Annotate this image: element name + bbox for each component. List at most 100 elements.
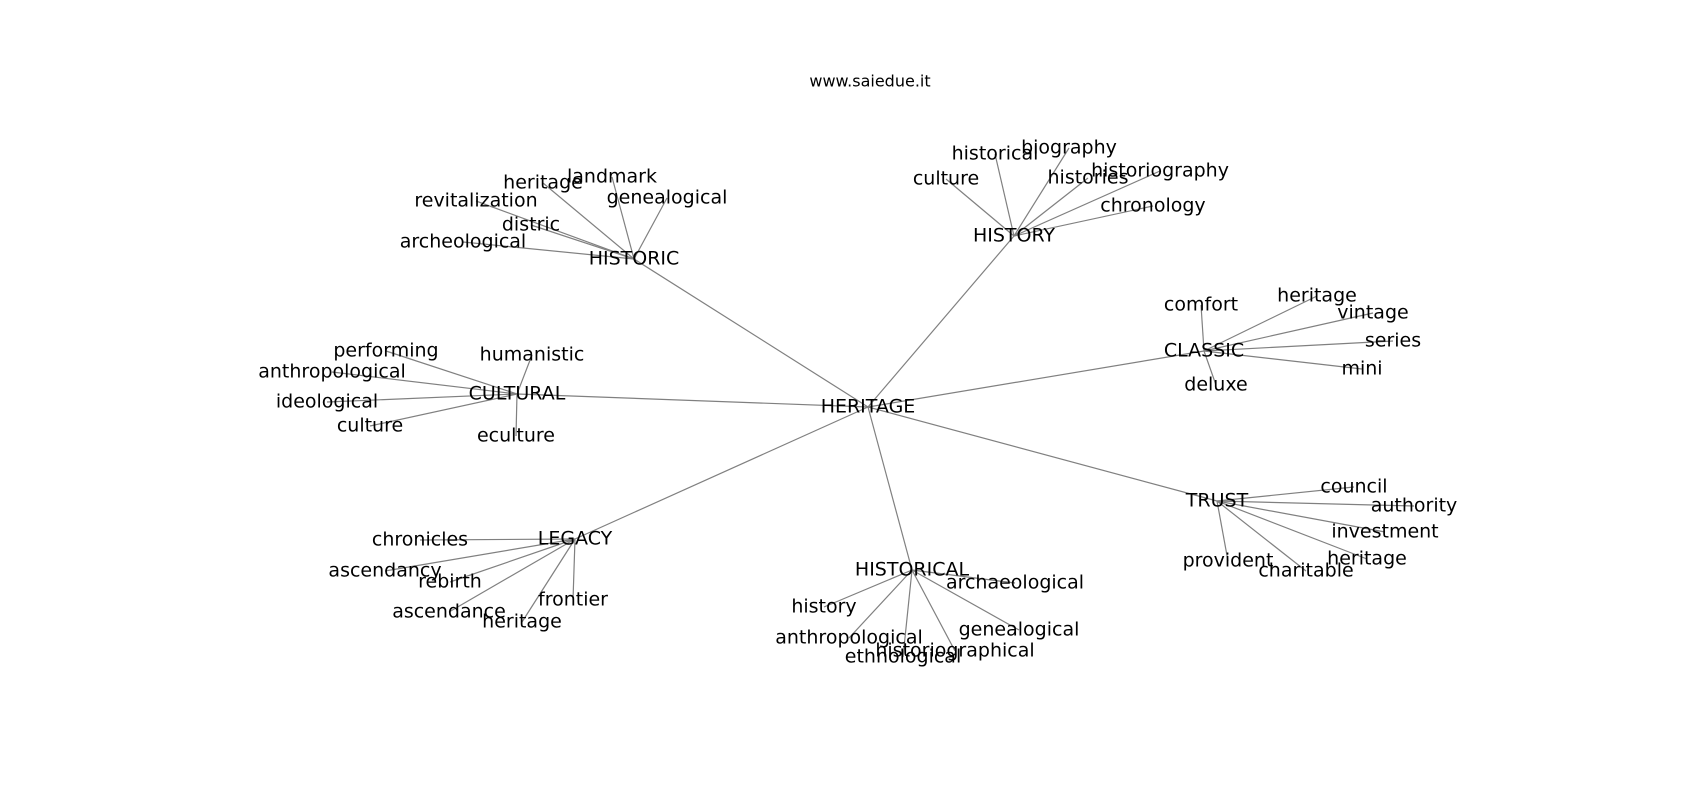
edge-40 xyxy=(572,538,576,601)
edge-44 xyxy=(823,569,913,608)
node-label: frontier xyxy=(538,589,608,611)
node-label: TRUST xyxy=(1185,490,1249,512)
edge-2 xyxy=(867,350,1205,408)
edge-43 xyxy=(911,569,1016,584)
edge-7 xyxy=(542,182,635,260)
node-label: LEGACY xyxy=(538,528,613,550)
edge-9 xyxy=(633,197,668,260)
edge-33 xyxy=(1216,500,1386,533)
edge-48 xyxy=(902,569,913,658)
edge-3 xyxy=(516,393,869,408)
node-label: deluxe xyxy=(1184,374,1247,396)
node-label: charitable xyxy=(1258,560,1353,582)
edge-46 xyxy=(848,569,913,639)
edge-0 xyxy=(633,258,869,408)
node-label: ascendancy xyxy=(328,560,441,582)
node-label: historiographical xyxy=(875,640,1034,662)
node-label: heritage xyxy=(482,611,562,633)
node-label: history xyxy=(791,596,856,618)
edge-16 xyxy=(1013,177,1089,237)
edge-15 xyxy=(945,178,1015,237)
node-label: ascendance xyxy=(392,601,506,623)
edge-24 xyxy=(1203,350,1217,386)
edge-19 xyxy=(1200,304,1205,352)
node-label: HISTORIC xyxy=(589,248,680,270)
node-label: investment xyxy=(1331,521,1438,543)
node-label: humanistic xyxy=(480,344,585,366)
node-label: culture xyxy=(337,415,403,437)
edge-30 xyxy=(515,393,518,437)
edge-21 xyxy=(1203,312,1374,352)
edge-35 xyxy=(1216,500,1229,562)
node-label: heritage xyxy=(1327,548,1407,570)
edge-17 xyxy=(1013,170,1161,237)
edge-34 xyxy=(1216,500,1368,560)
edge-28 xyxy=(326,393,518,403)
node-label: council xyxy=(1320,476,1387,498)
node-label: biography xyxy=(1021,137,1117,159)
edge-23 xyxy=(1203,350,1363,370)
edge-42 xyxy=(521,538,576,623)
node-label: heritage xyxy=(1277,285,1357,307)
edge-39 xyxy=(449,538,576,583)
node-label: comfort xyxy=(1164,294,1238,316)
edge-4 xyxy=(867,406,1218,502)
edge-11 xyxy=(530,224,635,260)
node-label: ideological xyxy=(276,391,378,413)
node-label: HISTORY xyxy=(973,225,1055,247)
node-label: revitalization xyxy=(414,190,537,212)
node-label: CULTURAL xyxy=(469,383,566,405)
edge-41 xyxy=(448,538,576,613)
edge-27 xyxy=(331,371,518,395)
node-label: genealogical xyxy=(607,187,728,209)
edge-14 xyxy=(1013,147,1070,237)
edge-12 xyxy=(462,241,635,260)
node-label: anthropological xyxy=(258,361,406,383)
edges-layer xyxy=(326,147,1415,658)
node-label: landmark xyxy=(567,166,657,188)
edge-13 xyxy=(994,153,1015,237)
edge-22 xyxy=(1203,340,1394,352)
node-label: CLASSIC xyxy=(1164,340,1244,362)
edge-37 xyxy=(419,538,576,541)
edge-20 xyxy=(1203,295,1318,352)
node-label: series xyxy=(1365,330,1421,352)
node-label: culture xyxy=(913,168,979,190)
edge-36 xyxy=(1216,500,1307,572)
node-label: chronology xyxy=(1100,195,1205,217)
node-label: ethnological xyxy=(845,646,961,668)
edge-10 xyxy=(475,200,635,260)
node-label: performing xyxy=(333,340,438,362)
node-label: rebirth xyxy=(418,571,482,593)
node-label: provident xyxy=(1183,550,1274,572)
edge-25 xyxy=(385,350,518,395)
node-label: genealogical xyxy=(959,619,1080,641)
edge-26 xyxy=(516,354,533,395)
node-label: mini xyxy=(1341,358,1382,380)
edge-47 xyxy=(911,569,956,652)
edge-8 xyxy=(611,176,635,260)
edge-18 xyxy=(1013,205,1154,237)
node-label: HERITAGE xyxy=(821,396,916,418)
node-label: heritage xyxy=(503,172,583,194)
edge-45 xyxy=(911,569,1020,631)
node-label: HISTORICAL xyxy=(855,559,970,581)
edge-1 xyxy=(867,235,1015,408)
edge-38 xyxy=(384,538,576,572)
node-label: historiography xyxy=(1091,160,1229,182)
edge-6 xyxy=(867,406,913,571)
node-label: anthropological xyxy=(775,627,923,649)
node-label: chronicles xyxy=(372,529,468,551)
node-label: archaeological xyxy=(946,572,1084,594)
node-label: vintage xyxy=(1337,302,1408,324)
node-label: archeological xyxy=(400,231,526,253)
node-label: histories xyxy=(1048,167,1129,189)
node-label: eculture xyxy=(477,425,555,447)
edge-29 xyxy=(369,393,518,427)
edge-31 xyxy=(1216,486,1355,502)
nodes-layer: HERITAGEHISTORICheritagelandmarkgenealog… xyxy=(258,137,1457,668)
edge-5 xyxy=(574,406,869,540)
node-label: historical xyxy=(952,143,1039,165)
node-label: authority xyxy=(1371,495,1458,517)
